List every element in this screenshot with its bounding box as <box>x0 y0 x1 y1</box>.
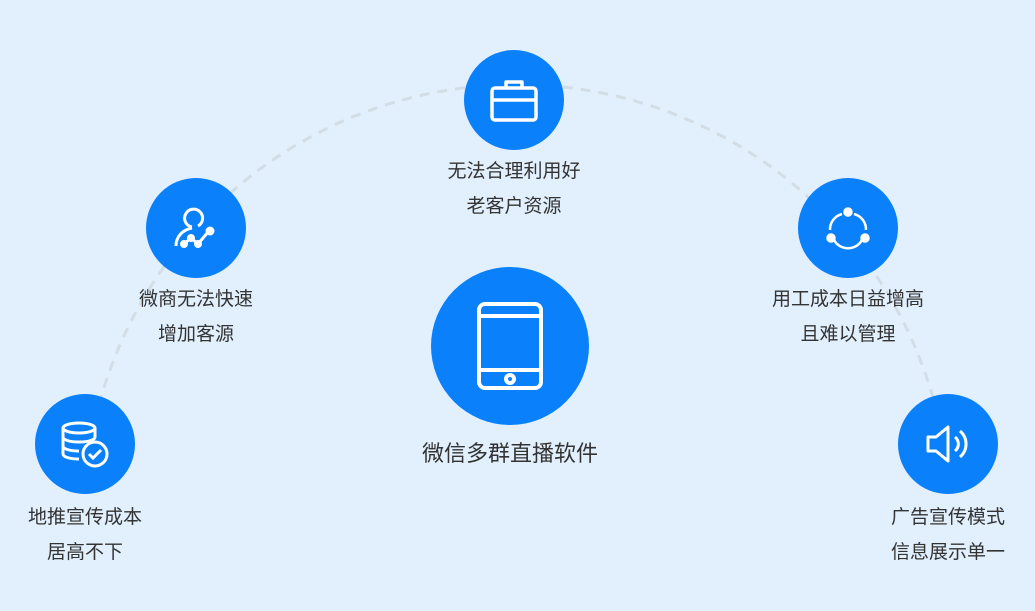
item-line: 且难以管理 <box>800 323 896 345</box>
item-line: 增加客源 <box>157 323 234 345</box>
item-line: 广告宣传模式 <box>890 506 1005 528</box>
speaker-node <box>898 394 998 494</box>
item-label-1: 无法合理利用好老客户资源 <box>404 154 624 224</box>
item-line: 地推宣传成本 <box>27 506 142 528</box>
item-line: 用工成本日益增高 <box>771 288 924 310</box>
item-label-5: 广告宣传模式信息展示单一 <box>838 500 1035 570</box>
item-label-4: 地推宣传成本居高不下 <box>0 500 195 570</box>
share-cycle-node <box>798 178 898 278</box>
user-growth-icon <box>174 207 215 248</box>
database-check-node <box>35 394 135 494</box>
briefcase-icon <box>490 80 538 122</box>
item-label-2: 微商无法快速增加客源 <box>86 282 306 352</box>
item-line: 老客户资源 <box>466 195 562 217</box>
share-cycle-icon <box>826 207 870 250</box>
item-line: 微商无法快速 <box>138 288 253 310</box>
user-growth-node <box>146 178 246 278</box>
item-line: 无法合理利用好 <box>447 160 581 182</box>
item-line: 居高不下 <box>46 541 123 563</box>
tablet-icon <box>477 302 543 390</box>
item-line: 信息展示单一 <box>890 541 1005 563</box>
briefcase-node <box>464 50 564 150</box>
item-label-3: 用工成本日益增高且难以管理 <box>738 282 958 352</box>
center-node <box>431 267 589 425</box>
database-check-icon <box>61 421 109 468</box>
center-title: 微信多群直播软件 <box>421 442 598 467</box>
speaker-icon <box>926 425 968 463</box>
